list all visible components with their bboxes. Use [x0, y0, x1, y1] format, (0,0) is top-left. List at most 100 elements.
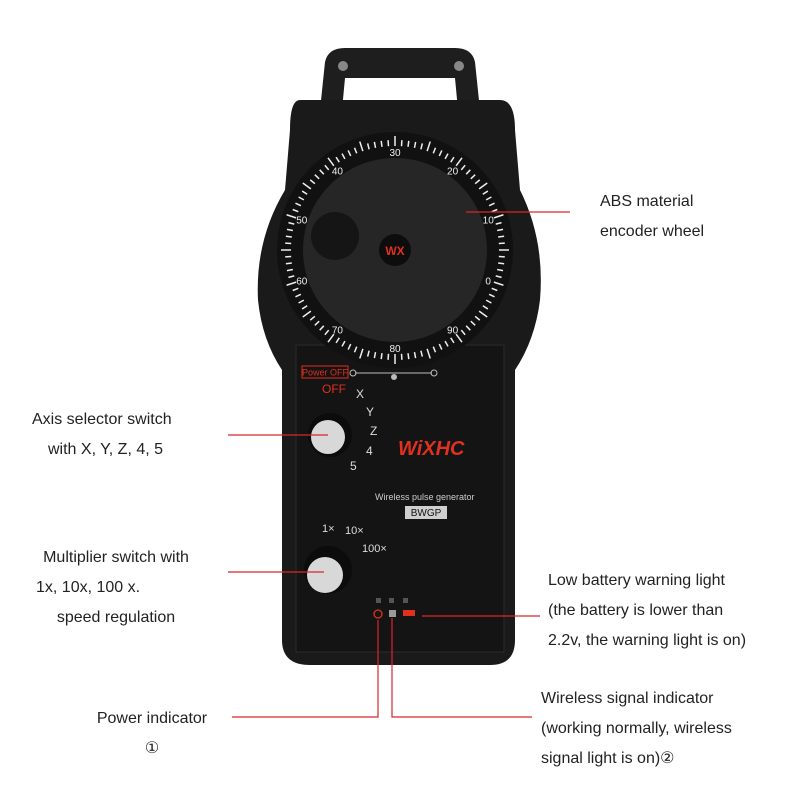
- dial-tick: [470, 320, 476, 326]
- dial-tick: [341, 340, 346, 347]
- dial-tick: [498, 235, 505, 238]
- dial-tick: [302, 182, 312, 190]
- axis-4: 4: [366, 444, 373, 458]
- dial-tick: [359, 348, 364, 359]
- dial-tick: [324, 164, 330, 171]
- dial-tick: [450, 337, 455, 344]
- dial-tick: [309, 315, 316, 321]
- dial-tick: [292, 287, 299, 292]
- dial-tick: [407, 140, 410, 147]
- dial-tick: [493, 281, 504, 286]
- callout-text: ABS material: [600, 193, 694, 210]
- dial-number: 20: [447, 167, 459, 178]
- callout-text: (the battery is lower than: [548, 602, 724, 619]
- dial-tick: [314, 320, 320, 326]
- dial-tick: [432, 147, 437, 154]
- handle: [320, 48, 480, 110]
- dial-tick: [341, 153, 346, 160]
- callout-encoder: ABS material encoder wheel: [600, 187, 704, 247]
- dial-tick: [438, 150, 443, 157]
- dial-tick: [298, 299, 305, 304]
- dial-tick: [426, 348, 431, 359]
- callout-text: with X, Y, Z, 4, 5: [48, 441, 164, 458]
- off-label: OFF: [322, 382, 346, 396]
- axis-z: Z: [370, 424, 377, 438]
- mult-100x: 100×: [362, 543, 387, 555]
- dial-tick: [488, 202, 495, 207]
- dial-tick: [298, 196, 305, 201]
- callout-text: speed regulation: [56, 609, 176, 626]
- dial-tick: [301, 305, 308, 310]
- dial-tick: [465, 169, 471, 175]
- battery-led-icon: [403, 610, 415, 616]
- dial-tick: [286, 281, 297, 286]
- callout-text: Power indicator: [96, 710, 208, 727]
- dial-number: 30: [389, 148, 401, 159]
- dial-tick: [497, 228, 504, 232]
- dial-tick: [455, 157, 463, 167]
- dial-tick: [347, 343, 352, 350]
- dial-tick: [292, 208, 299, 213]
- dial-tick: [444, 340, 449, 347]
- dial-tick: [314, 174, 320, 180]
- dial-tick: [474, 315, 481, 321]
- dial-tick: [373, 352, 377, 359]
- dial-tick: [497, 268, 504, 272]
- power-off-badge: Power OFF: [302, 368, 349, 378]
- screw-icon: [454, 61, 464, 71]
- dial-tick: [302, 310, 312, 318]
- dial-tick: [309, 179, 316, 185]
- dial-number: 10: [483, 216, 495, 227]
- callout-text: 2.2v, the warning light is on): [548, 632, 747, 649]
- dial-tick: [432, 346, 437, 353]
- dial-tick: [366, 350, 370, 357]
- dial-tick: [324, 329, 330, 336]
- dial-tick: [327, 157, 335, 167]
- dial-tick: [373, 141, 377, 148]
- dial-tick: [288, 275, 295, 279]
- dial-tick: [353, 147, 358, 154]
- dial-number: 0: [485, 276, 491, 287]
- finger-knob: [311, 212, 359, 260]
- callout-text: encoder wheel: [600, 223, 705, 240]
- dial-tick: [420, 350, 424, 357]
- wheel-center-logo: [379, 234, 411, 266]
- dial-tick: [482, 305, 489, 310]
- dial-tick: [491, 208, 498, 213]
- dial-tick: [347, 150, 352, 157]
- dial-tick: [335, 156, 340, 163]
- dial-tick: [353, 346, 358, 353]
- dial-tick: [285, 262, 292, 265]
- dial-tick: [335, 337, 340, 344]
- mult-10x: 10×: [345, 525, 364, 537]
- dial-tick: [444, 153, 449, 160]
- callout-text: Axis selector switch: [32, 411, 172, 428]
- dial-tick: [426, 141, 431, 152]
- dial-tick: [488, 293, 495, 298]
- dial-tick: [319, 169, 325, 175]
- screw-icon: [338, 61, 348, 71]
- model-badge: BWGP: [411, 508, 442, 519]
- dial-tick: [327, 333, 335, 343]
- dial-number: 50: [296, 216, 308, 227]
- dial-tick: [288, 221, 295, 225]
- callout-axis-selector: Axis selector switch with X, Y, Z, 4, 5: [32, 405, 172, 465]
- brand-logo: WiXHC: [398, 438, 465, 460]
- dial-tick: [455, 333, 463, 343]
- dial-number: 90: [447, 325, 459, 336]
- dial-tick: [450, 156, 455, 163]
- dial-tick: [359, 141, 364, 152]
- dial-tick: [495, 221, 502, 225]
- dial-tick: [498, 262, 505, 265]
- callout-text: ①: [144, 740, 160, 757]
- axis-5: 5: [350, 459, 357, 473]
- dial-tick: [470, 174, 476, 180]
- dial-tick: [285, 235, 292, 238]
- dial-tick: [286, 268, 293, 272]
- dial-tick: [295, 202, 302, 207]
- dial-tick: [495, 275, 502, 279]
- dial-tick: [465, 325, 471, 331]
- dial-number: 40: [332, 167, 344, 178]
